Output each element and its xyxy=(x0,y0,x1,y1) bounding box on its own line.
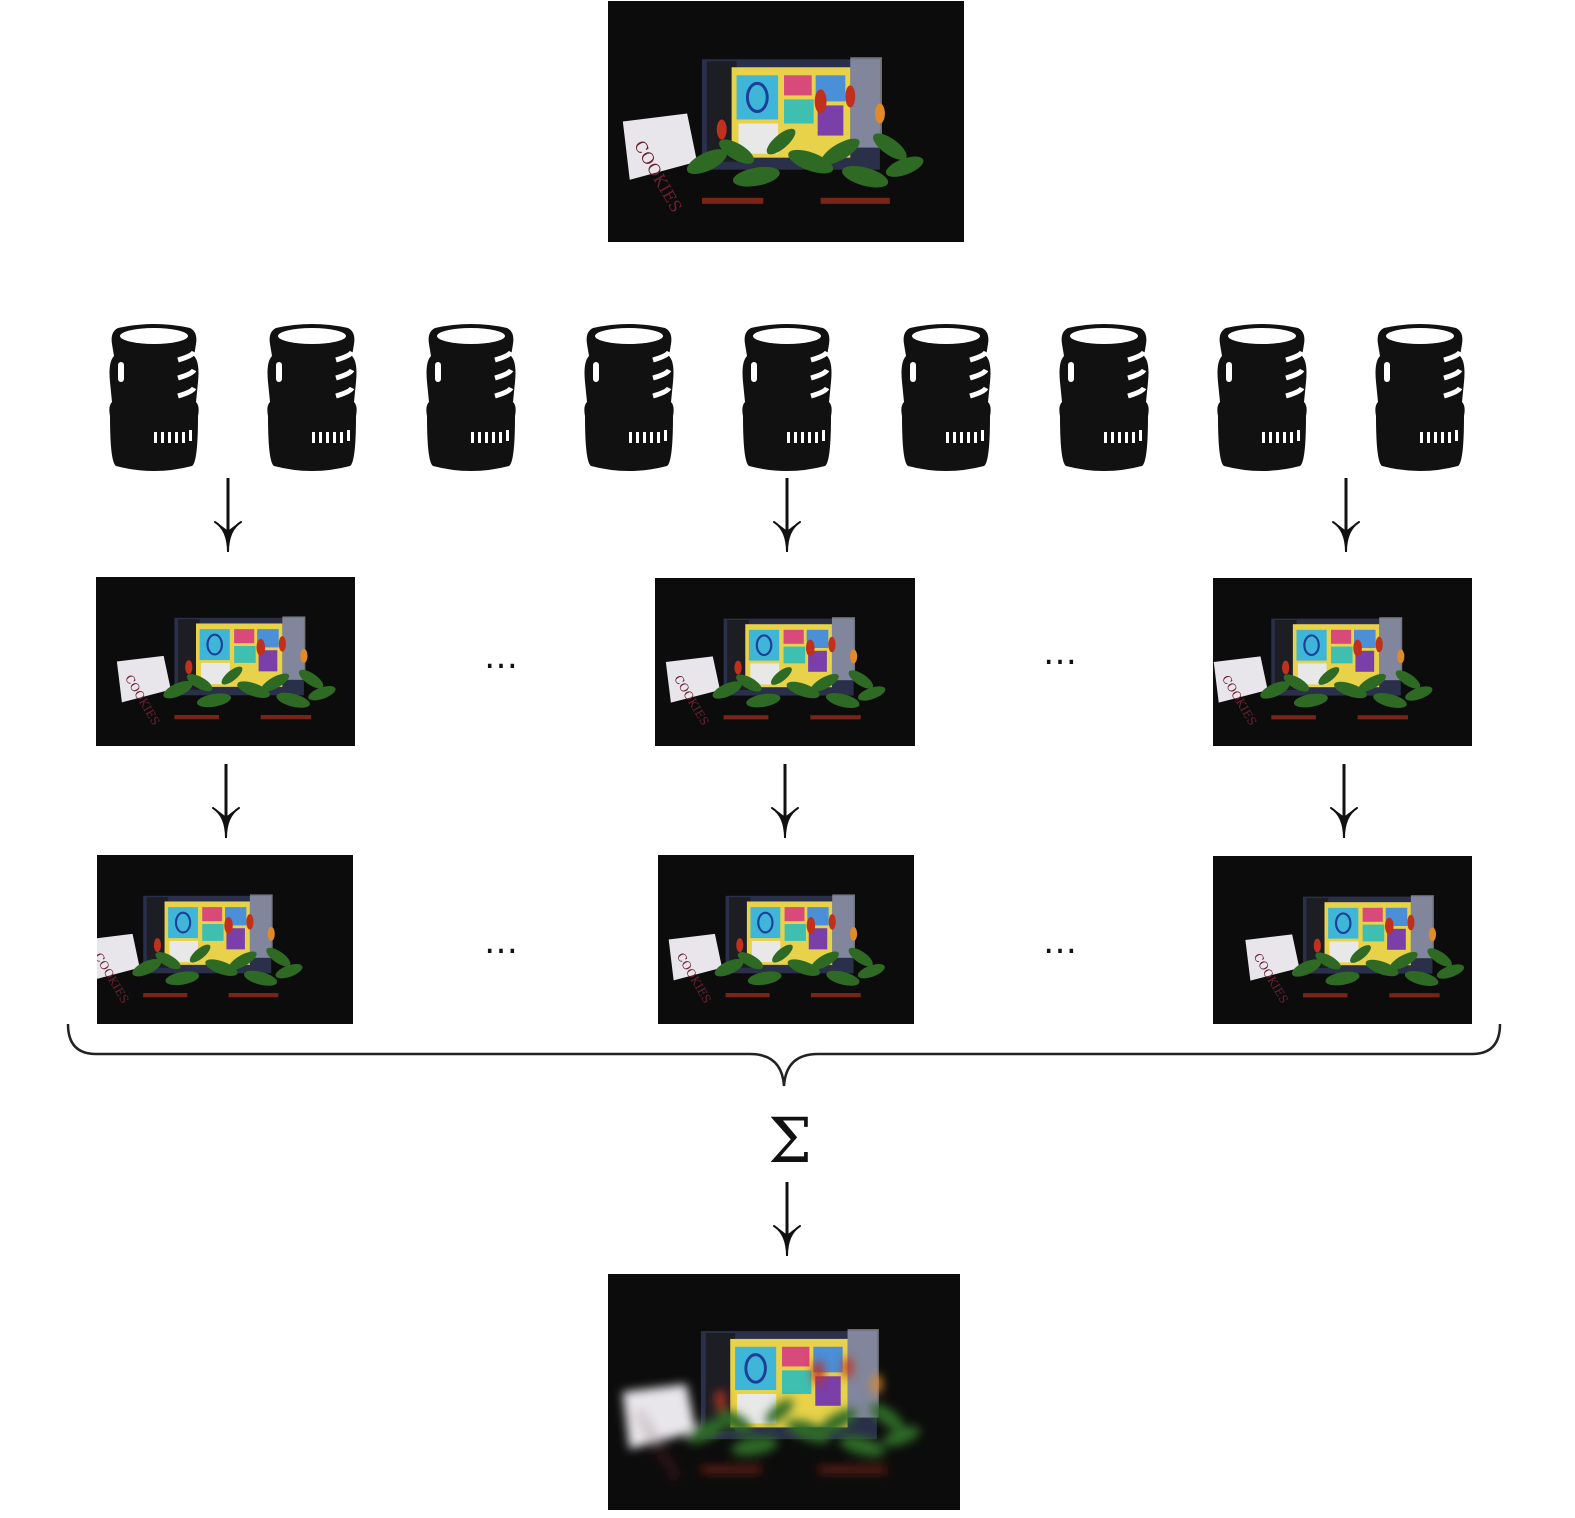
lens-icon xyxy=(266,322,358,472)
sum-symbol: Σ xyxy=(768,1104,812,1177)
ellipsis-row2-left: … xyxy=(484,637,519,677)
view-image-right: COOKIES xyxy=(1213,578,1472,746)
lens-icon xyxy=(741,322,833,472)
ellipsis-row3-right: … xyxy=(1043,922,1078,962)
arrow-down-icon xyxy=(773,1182,801,1256)
ellipsis-row2-right: … xyxy=(1043,633,1078,673)
lens-icon xyxy=(583,322,675,472)
arrow-down-icon xyxy=(214,478,242,552)
refocused-result-image: COOKIES xyxy=(608,1274,960,1510)
lens-icon xyxy=(1058,322,1150,472)
ellipsis-row3-left: … xyxy=(484,922,519,962)
lens-icon xyxy=(1374,322,1466,472)
arrow-down-icon xyxy=(1330,764,1358,838)
view-image-center: COOKIES xyxy=(655,578,915,746)
lens-icon xyxy=(1216,322,1308,472)
lens-icon xyxy=(425,322,517,472)
arrow-down-icon xyxy=(771,764,799,838)
shifted-image-right: COOKIES xyxy=(1213,856,1472,1024)
source-scene-image: COOKIES xyxy=(608,1,964,242)
arrow-down-icon xyxy=(1332,478,1360,552)
arrow-down-icon xyxy=(212,764,240,838)
shifted-image-left: COOKIES xyxy=(97,855,353,1024)
arrow-down-icon xyxy=(773,478,801,552)
curly-brace-icon xyxy=(66,1023,1502,1087)
lens-icon xyxy=(900,322,992,472)
shifted-image-center: COOKIES xyxy=(658,855,914,1024)
view-image-left: COOKIES xyxy=(96,577,355,746)
lens-icon xyxy=(108,322,200,472)
